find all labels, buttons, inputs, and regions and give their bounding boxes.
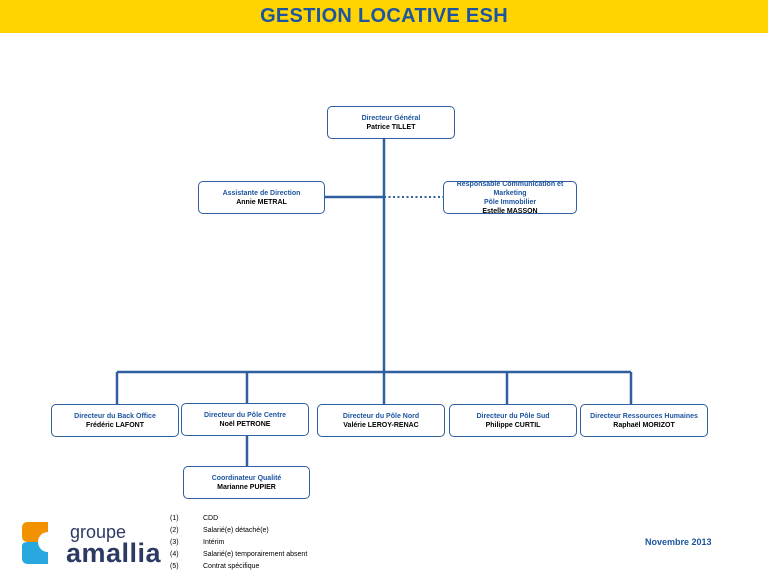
legend-text: Salarié(e) temporairement absent: [203, 551, 308, 558]
legend-number: (3): [170, 539, 179, 546]
box-coordinateur-qualite: Coordinateur Qualité Marianne PUPIER: [183, 466, 310, 499]
legend-item: (5) Contrat spécifique: [170, 563, 470, 575]
logo-text-groupe: groupe: [70, 522, 127, 542]
person-name: Patrice TILLET: [366, 123, 416, 131]
legend-text: Contrat spécifique: [203, 563, 260, 570]
legend-number: (2): [170, 527, 179, 534]
legend: (1) CDD (2) Salarié(e) détaché(e) (3) In…: [170, 515, 470, 575]
person-name: Annie METRAL: [236, 198, 287, 206]
box-pole-centre: Directeur du Pôle Centre Noël PETRONE: [181, 403, 309, 436]
person-name: Estelle MASSON: [482, 207, 538, 215]
legend-number: (5): [170, 563, 179, 570]
box-responsable-communication: Responsable Communication et Marketing P…: [443, 180, 577, 215]
legend-item: (2) Salarié(e) détaché(e): [170, 527, 470, 539]
legend-item: (3) Intérim: [170, 539, 470, 551]
legend-text: Intérim: [203, 539, 225, 546]
box-back-office: Directeur du Back Office Frédéric LAFONT: [51, 404, 179, 437]
person-name: Marianne PUPIER: [217, 483, 276, 491]
role-label-secondary: Pôle Immobilier: [483, 198, 537, 206]
legend-text: CDD: [203, 515, 219, 522]
company-logo: groupe amallia: [18, 520, 163, 568]
role-label: Directeur du Pôle Centre: [203, 411, 287, 419]
role-label: Directeur Général: [361, 114, 421, 122]
role-label: Directeur du Back Office: [74, 412, 156, 420]
role-label: Assistante de Direction: [222, 189, 301, 197]
person-name: Frédéric LAFONT: [86, 421, 144, 429]
role-label: Directeur du Pôle Nord: [342, 412, 420, 420]
role-label: Coordinateur Qualité: [211, 474, 282, 482]
box-ressources-humaines: Directeur Ressources Humaines Raphaël MO…: [580, 404, 708, 437]
page-title: GESTION LOCATIVE ESH: [260, 5, 508, 27]
footer-date: Novembre 2013: [645, 537, 712, 547]
role-label: Directeur Ressources Humaines: [590, 412, 698, 420]
box-directeur-general: Directeur Général Patrice TILLET: [327, 106, 455, 139]
role-label: Directeur du Pôle Sud: [476, 412, 550, 420]
person-name: Noël PETRONE: [219, 420, 271, 428]
logo-icon: [22, 522, 58, 564]
box-pole-nord: Directeur du Pôle Nord Valérie LEROY-REN…: [317, 404, 445, 437]
person-name: Raphaël MORIZOT: [613, 421, 675, 429]
legend-number: (4): [170, 551, 179, 558]
person-name: Valérie LEROY-RENAC: [343, 421, 419, 429]
header-bar: GESTION LOCATIVE ESH: [0, 0, 768, 33]
logo-text-amallia: amallia: [66, 538, 162, 568]
legend-text: Salarié(e) détaché(e): [203, 527, 269, 534]
legend-item: (4) Salarié(e) temporairement absent: [170, 551, 470, 563]
role-label: Responsable Communication et Marketing: [456, 180, 564, 197]
legend-item: (1) CDD: [170, 515, 470, 527]
legend-number: (1): [170, 515, 179, 522]
box-assistante-direction: Assistante de Direction Annie METRAL: [198, 181, 325, 214]
person-name: Philippe CURTIL: [485, 421, 541, 429]
box-pole-sud: Directeur du Pôle Sud Philippe CURTIL: [449, 404, 577, 437]
